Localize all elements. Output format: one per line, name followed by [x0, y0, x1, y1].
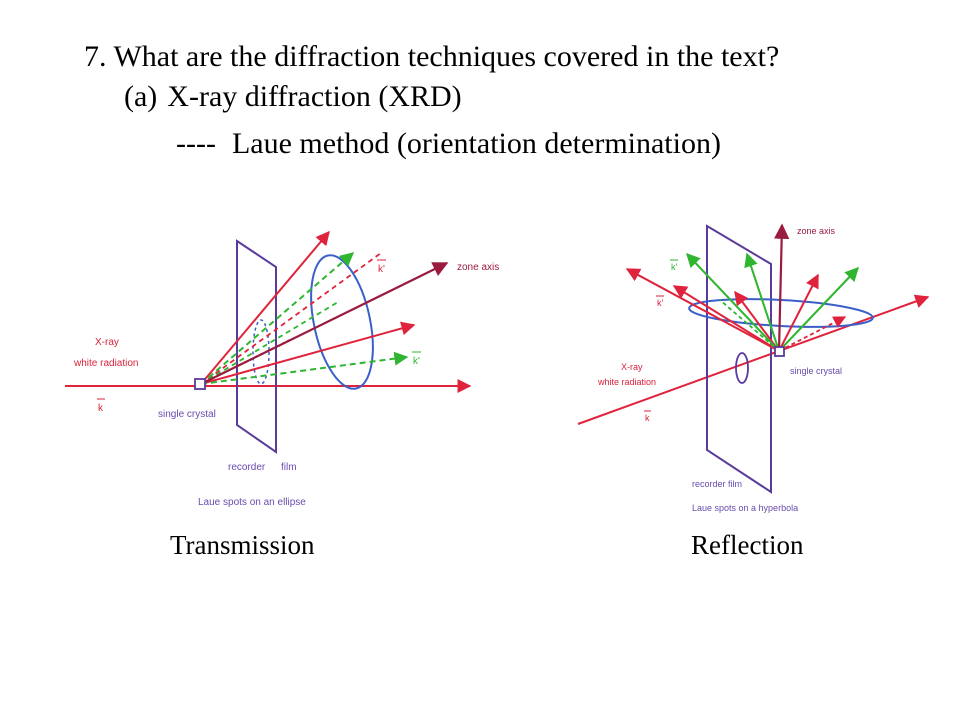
- item-a: (a) X-ray diffraction (XRD): [124, 80, 462, 114]
- refl-kprime-label-top: k': [671, 262, 678, 272]
- refl-recorder-film-label: recorder film: [692, 479, 742, 489]
- trans-zone-axis-dotted: [200, 339, 291, 385]
- refl-ray-green-4: [719, 299, 780, 352]
- item-a-label: (a): [124, 80, 158, 113]
- trans-white-radiation-label: white radiation: [73, 358, 138, 369]
- item-a-text: X-ray diffraction (XRD): [167, 80, 462, 113]
- refl-xray-label: X-ray: [621, 362, 643, 372]
- trans-film-cone: [252, 319, 270, 385]
- method-line: ---- Laue method (orientation determinati…: [176, 127, 721, 161]
- trans-ray-green-1: [200, 252, 355, 385]
- refl-ray-red-2: [672, 285, 780, 352]
- refl-incident-beam: [577, 294, 930, 425]
- trans-film-label: film: [281, 462, 297, 473]
- method-text: Laue method (orientation determination): [231, 127, 721, 160]
- transmission-diagram: X-ray white radiation k single crystal r…: [65, 230, 499, 508]
- trans-ray-green-3: [200, 301, 339, 385]
- trans-ray-red-3: [200, 252, 382, 385]
- refl-k-label: k: [645, 413, 650, 423]
- refl-crystal: [774, 346, 785, 357]
- refl-zone-axis-label: zone axis: [797, 226, 836, 236]
- refl-film-plane: [706, 224, 772, 494]
- transmission-caption: Transmission: [170, 530, 315, 560]
- refl-white-radiation-label: white radiation: [597, 377, 656, 387]
- trans-zone-axis-label: zone axis: [457, 262, 499, 273]
- trans-kprime-label-bottom: k': [413, 356, 420, 367]
- trans-spots-caption: Laue spots on an ellipse: [198, 497, 306, 508]
- refl-ray-red-1: [625, 268, 780, 352]
- method-dash: ----: [176, 127, 216, 160]
- trans-film-plane: [236, 239, 277, 454]
- trans-zone-axis: [200, 262, 449, 385]
- trans-ray-red-1: [200, 230, 330, 385]
- refl-film-hole: [735, 352, 749, 384]
- trans-k-label: k: [98, 403, 104, 414]
- refl-ray-red-4: [778, 273, 819, 352]
- trans-kprime-label-top: k': [378, 264, 385, 275]
- trans-ray-red-2: [200, 321, 416, 385]
- refl-zone-axis: [773, 223, 790, 352]
- refl-single-crystal-label: single crystal: [790, 366, 842, 376]
- refl-ray-red-3: [734, 290, 780, 352]
- refl-ray-green-1: [686, 252, 780, 352]
- trans-recorder-label: recorder: [228, 462, 266, 473]
- trans-ray-green-2: [200, 351, 409, 385]
- refl-ray-red-5: [778, 316, 847, 352]
- refl-ray-green-3: [778, 266, 859, 352]
- refl-ray-green-2: [744, 252, 780, 352]
- trans-spot-ellipse: [310, 254, 374, 390]
- question-heading: 7. What are the diffraction techniques c…: [84, 40, 780, 73]
- trans-xray-label: X-ray: [95, 337, 119, 348]
- trans-single-crystal-label: single crystal: [158, 409, 216, 420]
- reflection-diagram: X-ray white radiation k single crystal r…: [577, 223, 930, 513]
- refl-kprime-label-mid: k': [657, 298, 664, 308]
- trans-crystal: [194, 378, 206, 390]
- reflection-caption: Reflection: [691, 530, 804, 560]
- refl-spots-caption: Laue spots on a hyperbola: [692, 503, 798, 513]
